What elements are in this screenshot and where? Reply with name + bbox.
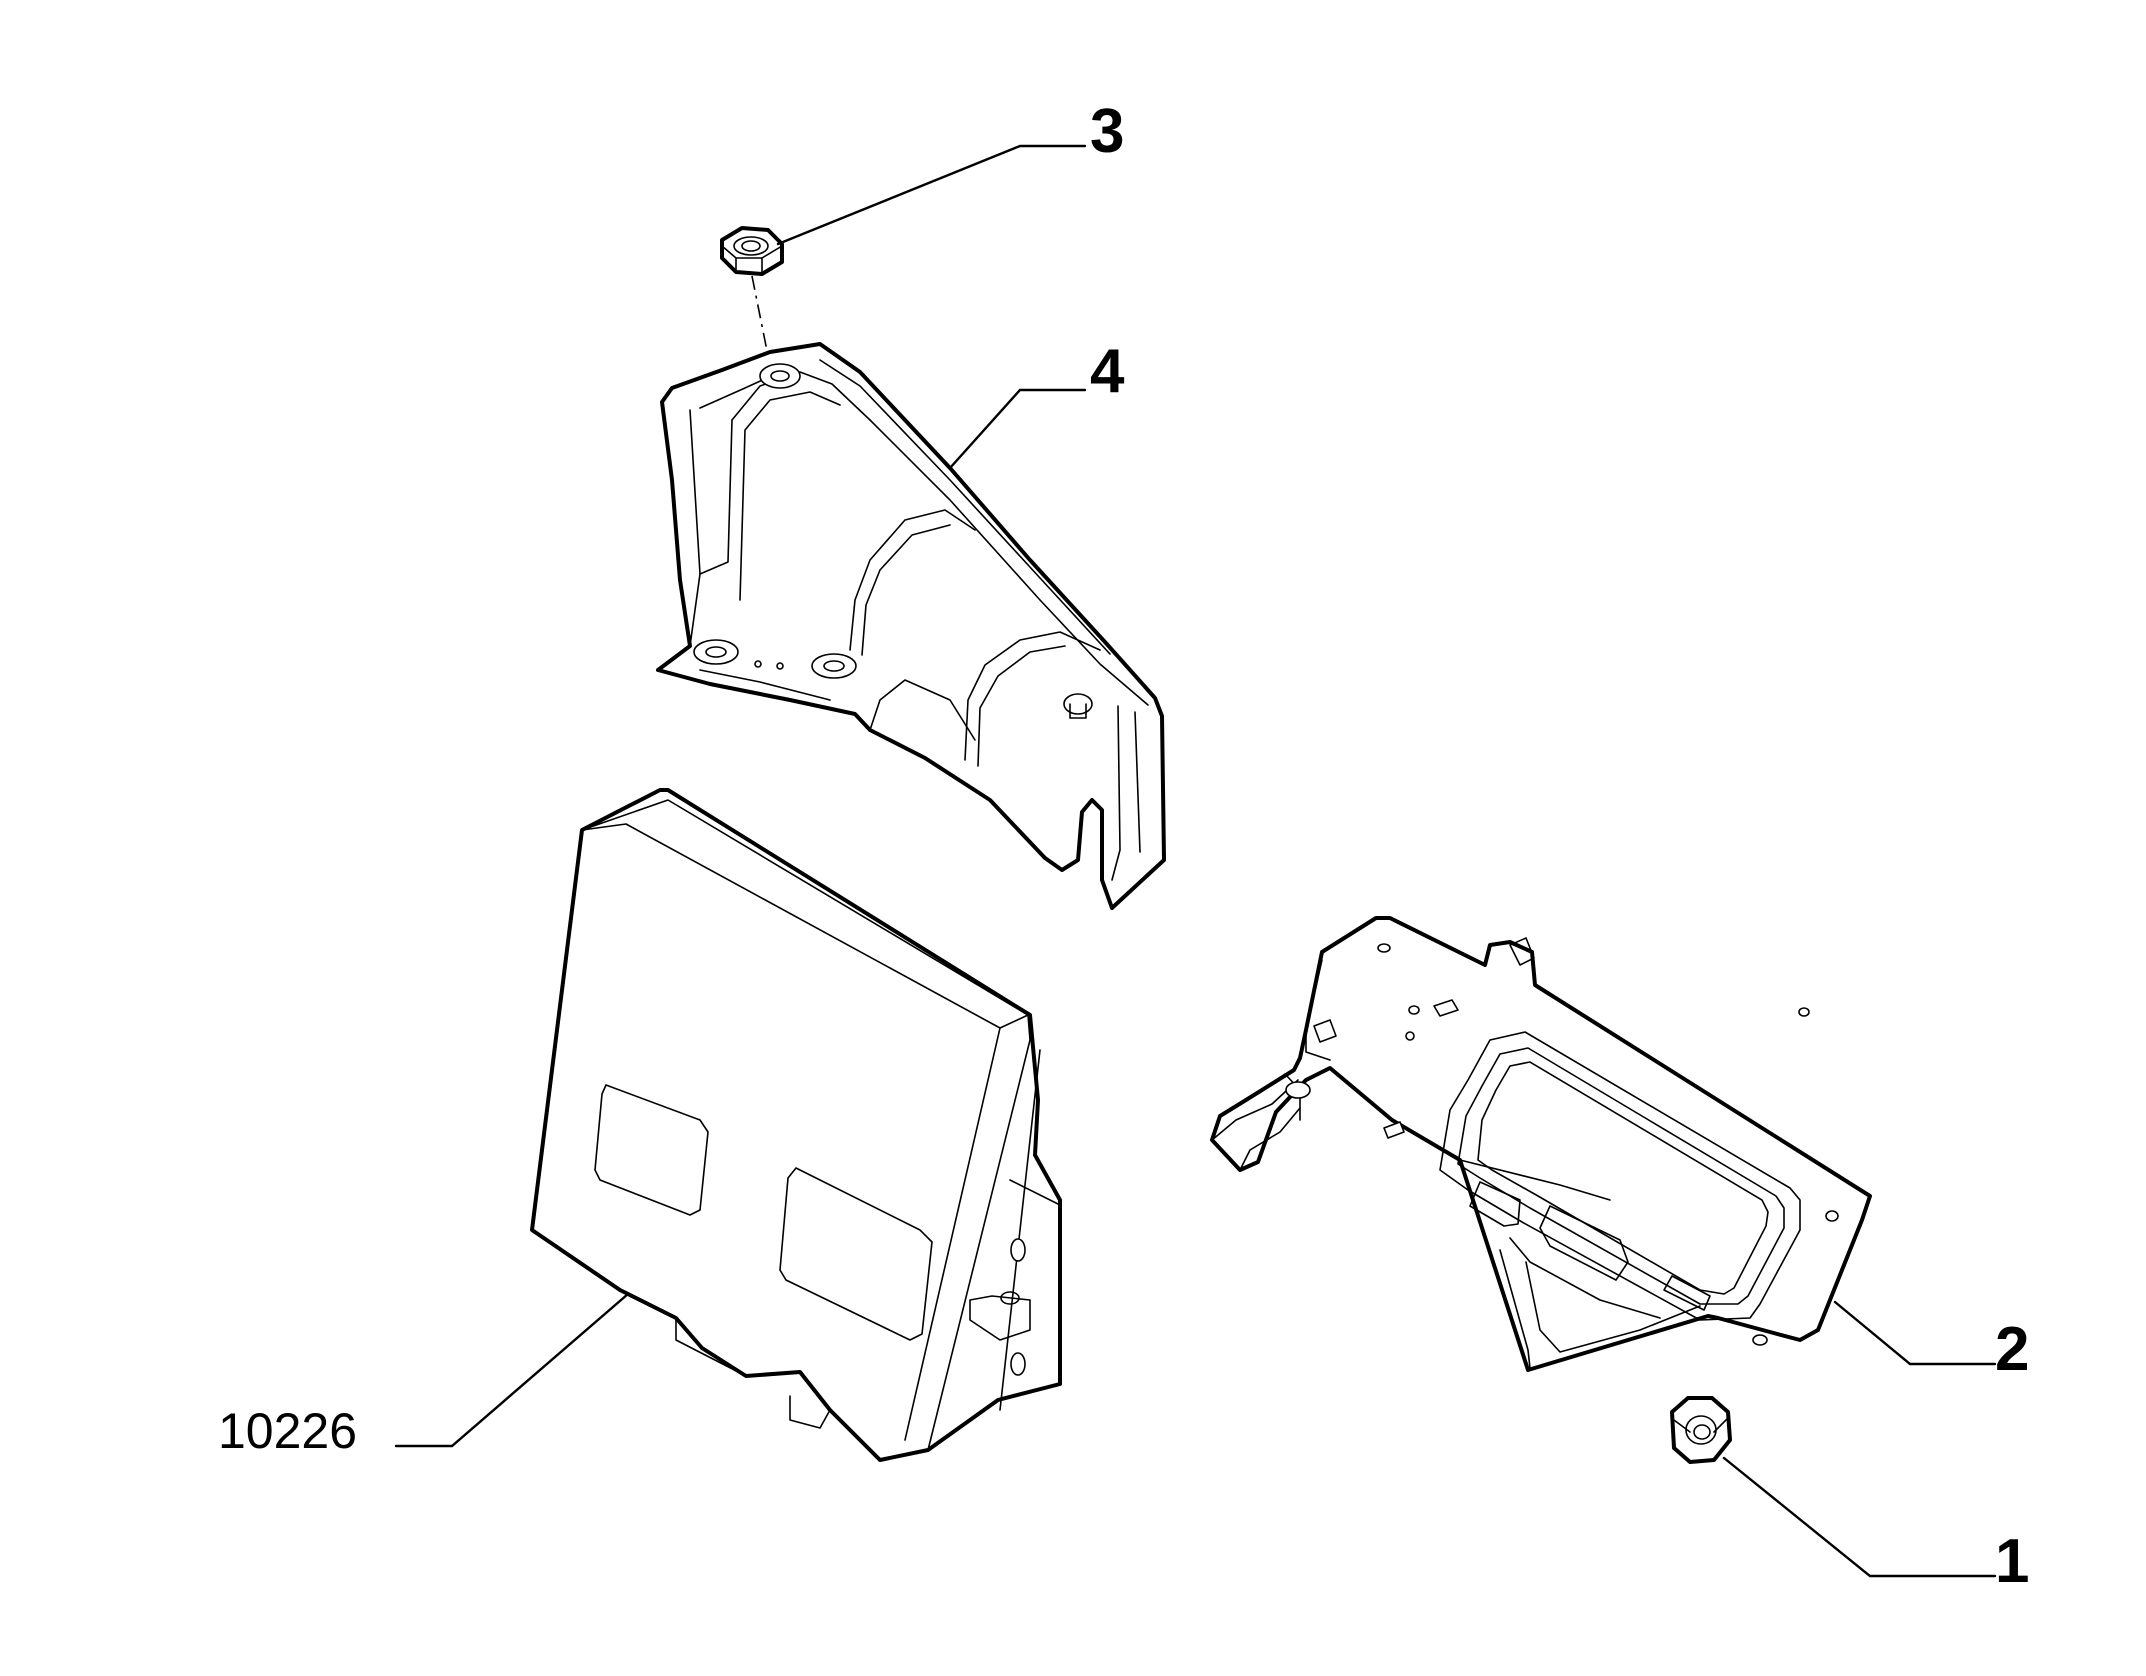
part-2-plate-bracket [1210, 916, 1872, 1372]
leader-line-2 [1833, 1300, 1997, 1366]
leader-line-3 [776, 144, 1087, 246]
callout-1: 1 [1995, 1527, 2029, 1596]
callout-10226: 10226 [218, 1403, 357, 1459]
part-1-nut [1670, 1396, 1732, 1464]
leader-line-4 [948, 388, 1087, 470]
callout-2: 2 [1995, 1315, 2029, 1384]
part-10226-control-unit [530, 788, 1062, 1462]
callout-4: 4 [1090, 337, 1125, 406]
leader-line-1 [1722, 1456, 1997, 1578]
callout-3: 3 [1090, 97, 1124, 166]
part-4-bracket-cover [656, 342, 1166, 910]
part-3-nut [720, 226, 784, 276]
leader-line-10226 [394, 1292, 630, 1448]
